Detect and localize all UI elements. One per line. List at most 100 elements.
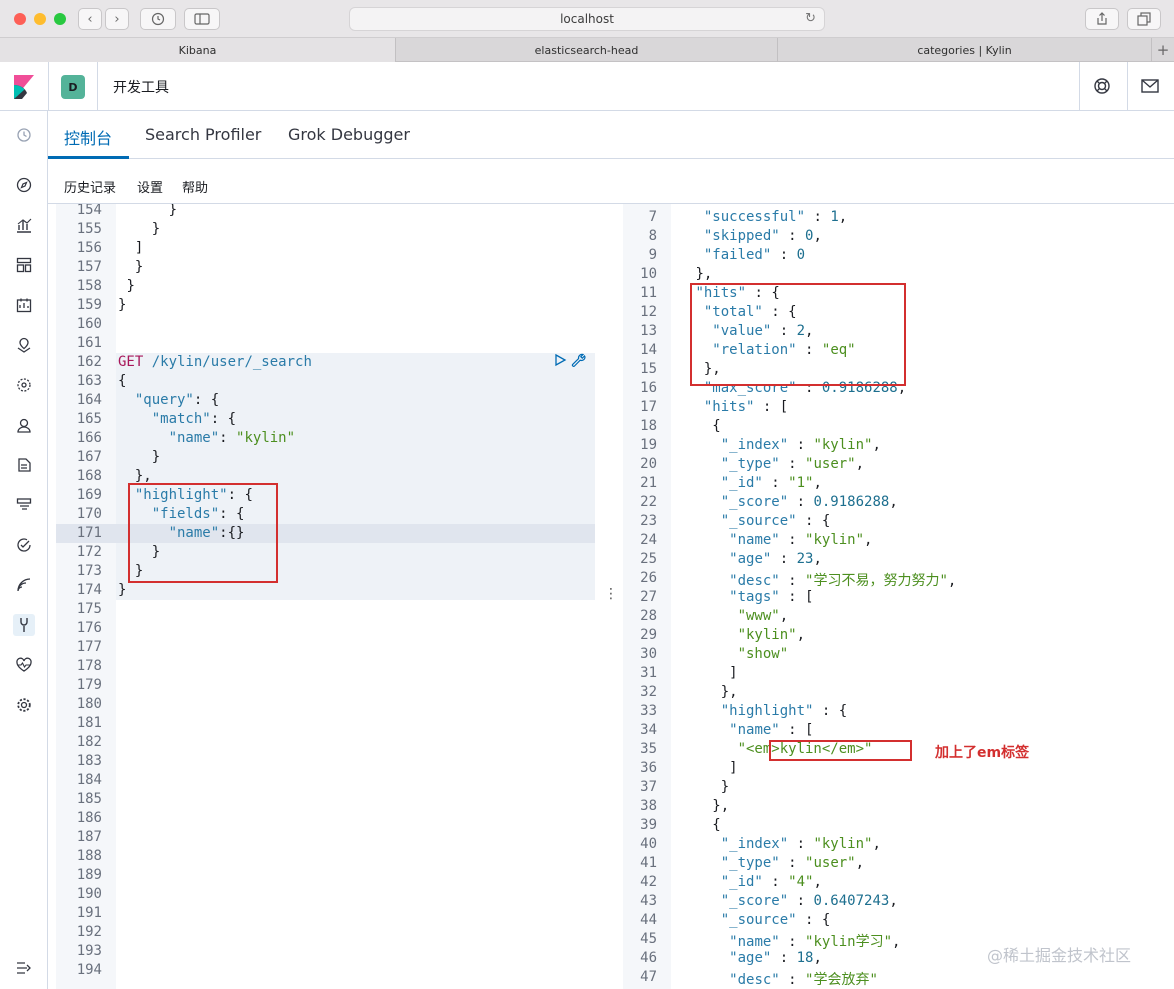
browser-tab-kylin[interactable]: categories | Kylin <box>778 38 1152 62</box>
line-number: 172 <box>76 544 102 560</box>
history-button[interactable] <box>140 8 176 30</box>
line-number: 179 <box>76 677 102 693</box>
code-line: "age" : 23, <box>729 551 822 567</box>
breadcrumb-title: 开发工具 <box>113 80 169 96</box>
dev-tools-tabs: 控制台 Search Profiler Grok Debugger <box>48 111 1174 159</box>
address-bar[interactable]: localhost ↻ <box>349 7 825 31</box>
line-number: 45 <box>640 931 657 947</box>
code-line: { <box>118 373 127 389</box>
logs-icon[interactable] <box>13 454 35 476</box>
hits-annotation-box <box>690 283 906 386</box>
zoom-window-button[interactable] <box>54 13 66 25</box>
ml-icon[interactable] <box>13 374 35 396</box>
line-number: 194 <box>76 962 102 978</box>
recently-viewed-icon[interactable] <box>13 124 35 146</box>
tab-grok-debugger[interactable]: Grok Debugger <box>288 125 410 144</box>
code-line: }, <box>720 684 738 700</box>
line-number: 164 <box>76 392 102 408</box>
code-line: } <box>134 259 144 275</box>
line-number: 10 <box>640 266 657 282</box>
help-button[interactable] <box>1091 75 1113 97</box>
settings-link[interactable]: 设置 <box>137 181 164 196</box>
close-window-button[interactable] <box>14 13 26 25</box>
line-number: 41 <box>640 855 657 871</box>
newsfeed-button[interactable] <box>1139 75 1161 97</box>
management-gear-icon[interactable] <box>13 694 35 716</box>
line-number: 19 <box>640 437 657 453</box>
code-line: } <box>118 297 127 313</box>
code-line: ] <box>729 665 738 681</box>
line-number: 21 <box>640 475 657 491</box>
space-avatar[interactable]: D <box>61 75 85 99</box>
maps-icon[interactable] <box>13 334 35 356</box>
kibana-logo-icon[interactable] <box>14 75 34 99</box>
stack-monitoring-icon[interactable] <box>13 654 35 676</box>
highlight-annotation-box <box>128 483 278 583</box>
code-line: "skipped" : 0, <box>703 228 822 244</box>
browser-tab-kibana[interactable]: Kibana <box>0 38 396 62</box>
visualize-chart-icon[interactable] <box>13 214 35 236</box>
line-number: 43 <box>640 893 657 909</box>
play-icon[interactable] <box>553 353 567 367</box>
line-number: 32 <box>640 684 657 700</box>
line-number: 155 <box>76 221 102 237</box>
line-number: 23 <box>640 513 657 529</box>
uptime-icon[interactable] <box>13 534 35 556</box>
tabs-overview-button[interactable] <box>1127 8 1161 30</box>
code-line: "tags" : [ <box>729 589 814 605</box>
line-number: 178 <box>76 658 102 674</box>
code-line: "_score" : 0.9186288, <box>720 494 898 510</box>
forward-button[interactable]: › <box>105 8 129 30</box>
minimize-window-button[interactable] <box>34 13 46 25</box>
line-number: 25 <box>640 551 657 567</box>
side-nav <box>0 111 48 989</box>
pane-resizer[interactable] <box>595 204 623 989</box>
code-line: }, <box>703 361 721 377</box>
share-button[interactable] <box>1085 8 1119 30</box>
code-line: "name" : "kylin学习", <box>729 934 901 950</box>
url-text: localhost <box>560 12 614 26</box>
code-line: "kylin", <box>737 627 806 643</box>
back-button[interactable]: ‹ <box>78 8 102 30</box>
infrastructure-icon[interactable] <box>13 414 35 436</box>
code-line: "_id" : "4", <box>720 874 822 890</box>
code-line: "name" : [ <box>729 722 814 738</box>
siem-icon[interactable] <box>13 574 35 596</box>
line-number: 11 <box>640 285 657 301</box>
sidebar-icon <box>194 13 210 25</box>
browser-tab-elasticsearch-head[interactable]: elasticsearch-head <box>396 38 778 62</box>
line-number: 189 <box>76 867 102 883</box>
code-line: GET /kylin/user/_search <box>118 354 312 370</box>
dashboard-icon[interactable] <box>13 254 35 276</box>
line-number: 24 <box>640 532 657 548</box>
history-link[interactable]: 历史记录 <box>64 181 117 196</box>
tab-selected-indicator <box>48 156 129 159</box>
apm-icon[interactable] <box>13 494 35 516</box>
reload-icon[interactable]: ↻ <box>805 11 816 26</box>
collapse-nav-icon[interactable] <box>13 957 35 979</box>
line-number: 156 <box>76 240 102 256</box>
code-line: "www", <box>737 608 789 624</box>
line-number: 188 <box>76 848 102 864</box>
tab-console[interactable]: 控制台 <box>64 129 113 148</box>
line-number: 163 <box>76 373 102 389</box>
resize-handle-icon[interactable]: ⋮ <box>604 586 618 602</box>
canvas-icon[interactable] <box>13 294 35 316</box>
code-line: "fields": { <box>151 506 245 522</box>
discover-compass-icon[interactable] <box>13 174 35 196</box>
response-viewer: 7 "successful" : 1,8 "skipped" : 0,9 "fa… <box>623 204 1174 989</box>
dev-tools-icon[interactable] <box>13 614 35 636</box>
tab-search-profiler[interactable]: Search Profiler <box>145 125 262 144</box>
line-number: 18 <box>640 418 657 434</box>
line-number: 29 <box>640 627 657 643</box>
wrench-icon[interactable] <box>571 353 587 369</box>
code-line: "successful" : 1, <box>703 209 848 225</box>
sidebar-toggle-button[interactable] <box>184 8 220 30</box>
help-link[interactable]: 帮助 <box>182 181 209 196</box>
line-number: 46 <box>640 950 657 966</box>
line-number: 44 <box>640 912 657 928</box>
new-tab-button[interactable]: + <box>1156 41 1170 59</box>
em-annotation-note: 加上了em标签 <box>935 745 1030 761</box>
line-number: 174 <box>76 582 102 598</box>
